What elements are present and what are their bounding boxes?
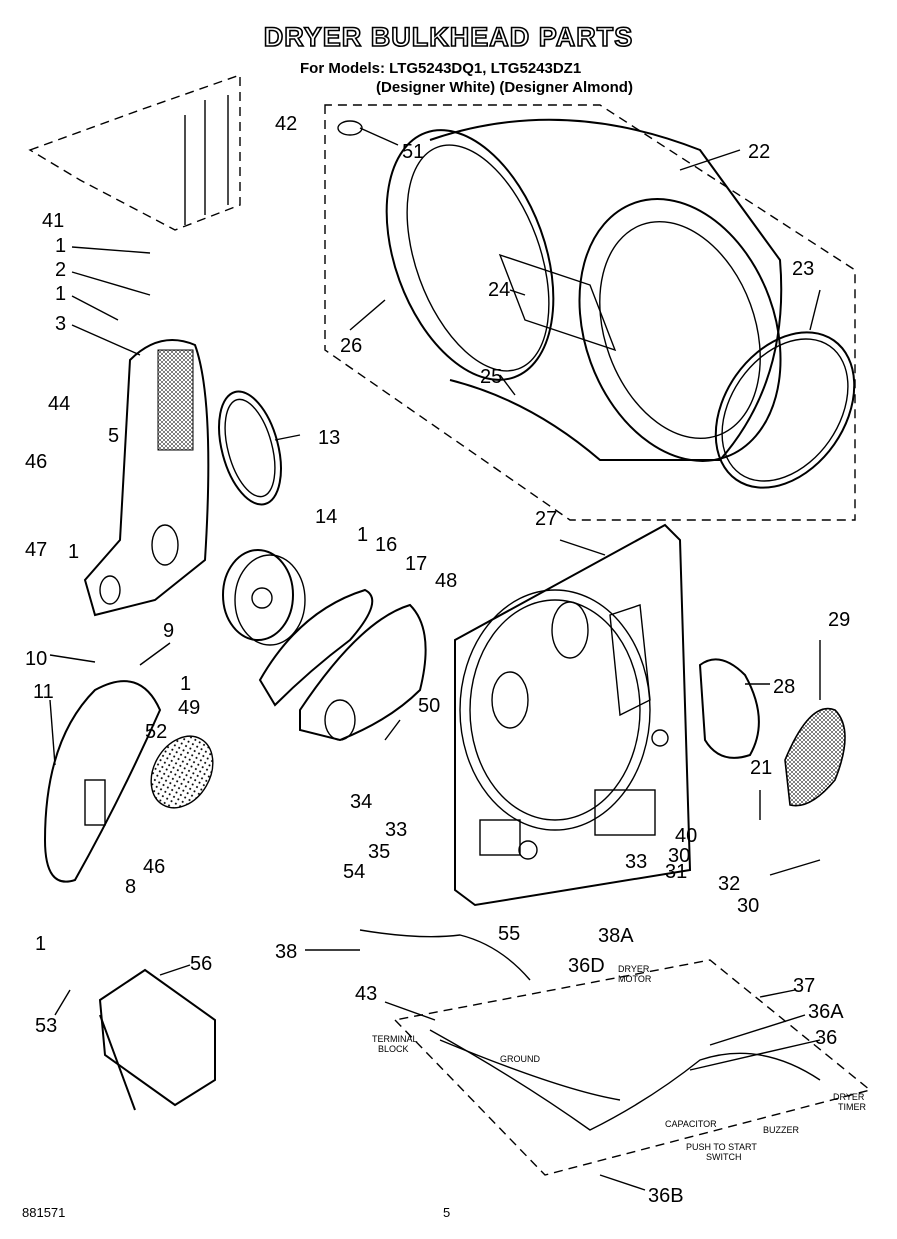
callout-56: 56 — [190, 953, 212, 975]
callout-34: 34 — [350, 791, 372, 813]
callout-1: 1 — [35, 933, 46, 955]
callout-14: 14 — [315, 506, 337, 528]
callout-3: 3 — [55, 313, 66, 335]
callout-30: 30 — [737, 895, 759, 917]
blower-seal — [218, 390, 282, 506]
duct-seal — [258, 588, 374, 707]
lint-filter — [784, 707, 846, 807]
callout-54: 54 — [343, 861, 365, 883]
callout-22: 22 — [748, 141, 770, 163]
callout-53: 53 — [35, 1015, 57, 1037]
lint-screen-cover — [150, 735, 214, 809]
drum-illustration — [337, 118, 783, 462]
callout-26: 26 — [340, 335, 362, 357]
callout-33: 33 — [625, 851, 647, 873]
callout-1: 1 — [55, 283, 66, 305]
callout-41: 41 — [42, 210, 64, 232]
callout-49: 49 — [178, 697, 200, 719]
label-capacitor: CAPACITOR — [665, 1119, 717, 1129]
callout-1: 1 — [357, 524, 368, 546]
callout-32: 32 — [718, 873, 740, 895]
callout-8: 8 — [125, 876, 136, 898]
callout-48: 48 — [435, 570, 457, 592]
callout-23: 23 — [792, 258, 814, 280]
callout-44: 44 — [48, 393, 70, 415]
drum-group-outline — [324, 104, 856, 521]
callout-17: 17 — [405, 553, 427, 575]
callout-47: 47 — [25, 539, 47, 561]
callout-36D: 36D — [568, 955, 605, 977]
blower-housing-cover — [299, 603, 427, 742]
label-ground: GROUND — [500, 1054, 540, 1064]
drum-seal-ring — [714, 331, 856, 489]
callout-43: 43 — [355, 983, 377, 1005]
callout-11: 11 — [33, 681, 54, 703]
label-buzzer: BUZZER — [763, 1125, 800, 1135]
page-title: DRYER BULKHEAD PARTS — [263, 21, 634, 53]
callout-35: 35 — [368, 841, 390, 863]
callout-10: 10 — [25, 648, 47, 670]
callout-46: 46 — [25, 451, 47, 473]
callout-50: 50 — [418, 695, 440, 717]
callout-51: 51 — [402, 141, 424, 163]
callout-5: 5 — [108, 425, 119, 447]
leader-lines — [49, 127, 821, 1191]
callout-46: 46 — [143, 856, 165, 878]
callout-42: 42 — [275, 113, 297, 135]
callout-38A: 38A — [598, 925, 634, 947]
callout-33: 33 — [385, 819, 407, 841]
lint-duct — [698, 658, 760, 759]
callout-24: 24 — [488, 279, 510, 301]
callout-27: 27 — [535, 508, 557, 530]
document-number: 881571 — [22, 1205, 66, 1220]
drive-belt-cover — [43, 680, 162, 883]
blower-wheel — [222, 549, 306, 646]
callout-55: 55 — [498, 923, 520, 945]
model-numbers: For Models: LTG5243DQ1, LTG5243DZ1 — [300, 60, 582, 77]
model-colors: (Designer White) (Designer Almond) — [376, 79, 633, 96]
callout-30: 30 — [668, 845, 690, 867]
callout-28: 28 — [773, 676, 795, 698]
callout-52: 52 — [145, 721, 167, 743]
gas-valve-assembly — [98, 968, 216, 1111]
callout-36B: 36B — [648, 1185, 684, 1207]
callout-38: 38 — [275, 941, 297, 963]
callout-2: 2 — [55, 259, 66, 281]
callout-1: 1 — [180, 673, 191, 695]
callout-36A: 36A — [808, 1001, 844, 1023]
callout-40: 40 — [675, 825, 697, 847]
callout-9: 9 — [163, 620, 174, 642]
callout-13: 13 — [318, 427, 340, 449]
callout-21: 21 — [750, 757, 772, 779]
callout-31: 31 — [665, 861, 687, 883]
callout-25: 25 — [480, 366, 502, 388]
page-number: 5 — [443, 1205, 451, 1220]
bulkhead-panel — [454, 523, 692, 907]
callout-16: 16 — [375, 534, 397, 556]
callout-29: 29 — [828, 609, 850, 631]
blower-housing — [83, 339, 210, 617]
callout-37: 37 — [793, 975, 815, 997]
callout-1: 1 — [55, 235, 66, 257]
callout-36: 36 — [815, 1027, 837, 1049]
callout-1: 1 — [68, 541, 79, 563]
